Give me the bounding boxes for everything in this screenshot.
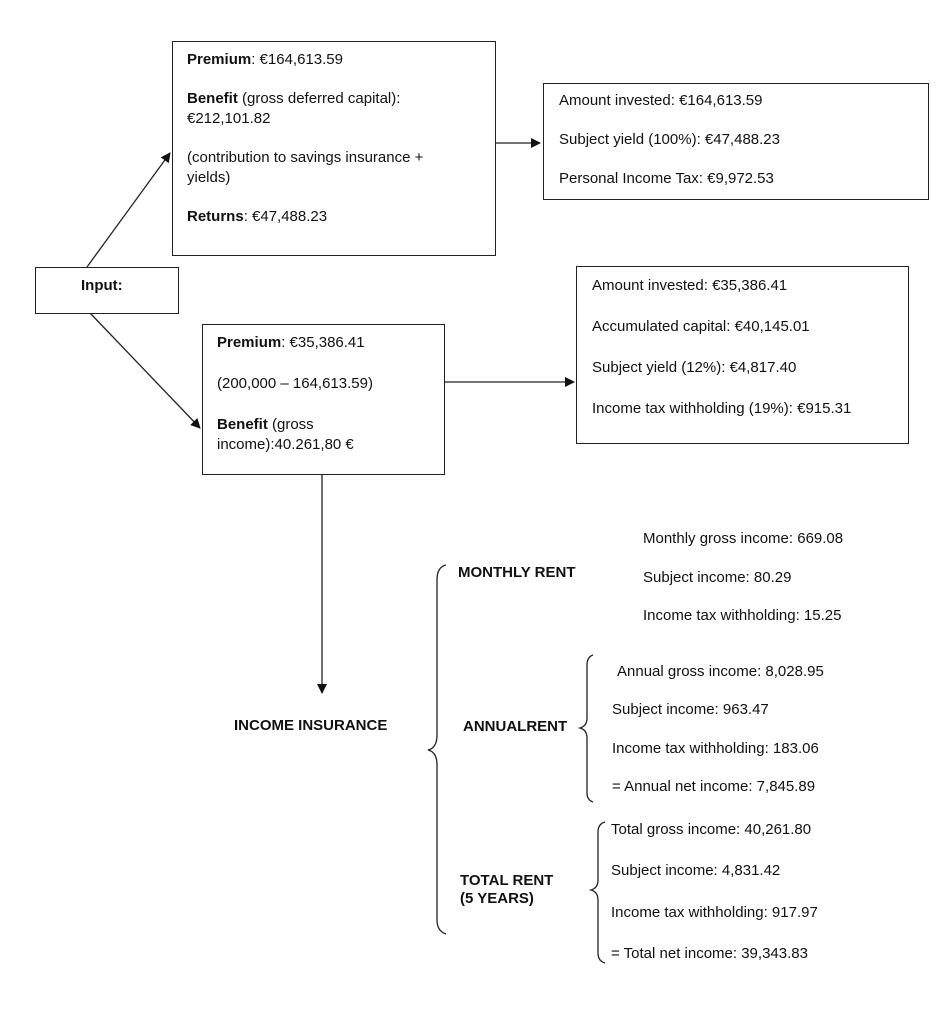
income-insurance-title: INCOME INSURANCE: [234, 717, 388, 734]
benefit-desc: (gross: [267, 416, 314, 433]
savings-tax-line: Personal Income Tax: €9,972.53: [559, 170, 774, 187]
income-insurance-box: Premium: €35,386.41 (200,000 – 164,613.5…: [202, 324, 445, 475]
total-rent-label: TOTAL RENT (5 YEARS): [460, 872, 553, 908]
premium-label: Premium: [217, 334, 282, 351]
total-item: Total gross income: 40,261.80: [611, 821, 812, 838]
total-rent-label-line1: TOTAL RENT: [460, 872, 554, 889]
income-tax-line: Income tax withholding (19%): €915.31: [592, 400, 852, 417]
arrow-input-to-savings: [86, 152, 171, 268]
total-item: = Total net income: 39,343.83: [611, 945, 808, 962]
contribution-note-line1: (contribution to savings insurance +: [187, 149, 424, 166]
returns-label: Returns: [187, 208, 244, 225]
monthly-item: Subject income: 80.29: [643, 569, 792, 586]
annual-brace: [577, 654, 594, 803]
monthly-item: Monthly gross income: 669.08: [643, 530, 844, 547]
annual-item: Income tax withholding: 183.06: [612, 740, 819, 757]
big-brace: [427, 564, 447, 935]
annual-item: Annual gross income: 8,028.95: [617, 663, 824, 680]
income-benefit: Benefit (gross income):40.261,80 €: [217, 415, 444, 455]
input-label: Input:: [81, 277, 123, 294]
annual-item: Subject income: 963.47: [612, 701, 769, 718]
contribution-note-line2: yields): [187, 169, 231, 186]
benefit-desc: (gross deferred capital):: [237, 90, 401, 107]
savings-returns: Returns: €47,488.23: [187, 207, 495, 227]
benefit-value: €212,101.82: [187, 110, 271, 127]
premium-value: : €35,386.41: [281, 334, 365, 351]
benefit-value: income):40.261,80 €: [217, 436, 354, 453]
total-item: Subject income: 4,831.42: [611, 862, 781, 879]
savings-tax-line: Amount invested: €164,613.59: [559, 92, 763, 109]
income-tax-box: Amount invested: €35,386.41 Accumulated …: [576, 266, 909, 444]
monthly-rent-label: MONTHLY RENT: [458, 564, 576, 581]
total-brace: [588, 821, 606, 964]
income-premium: Premium: €35,386.41: [217, 333, 444, 353]
income-tax-line: Accumulated capital: €40,145.01: [592, 318, 810, 335]
savings-tax-line: Subject yield (100%): €47,488.23: [559, 131, 780, 148]
savings-benefit: Benefit (gross deferred capital): €212,1…: [187, 89, 495, 129]
total-rent-label-line2: (5 YEARS): [460, 890, 534, 907]
savings-premium: Premium: €164,613.59: [187, 50, 495, 70]
contribution-note: (contribution to savings insurance + yie…: [187, 148, 495, 188]
returns-value: : €47,488.23: [243, 208, 328, 225]
annual-rent-label: ANNUALRENT: [463, 718, 568, 735]
premium-label: Premium: [187, 51, 252, 68]
benefit-label: Benefit: [217, 416, 268, 433]
benefit-label: Benefit: [187, 90, 238, 107]
arrow-input-to-income: [89, 312, 201, 429]
input-box: Input:: [35, 267, 179, 314]
income-tax-line: Amount invested: €35,386.41: [592, 277, 788, 294]
income-tax-line: Subject yield (12%): €4,817.40: [592, 359, 797, 376]
monthly-item: Income tax withholding: 15.25: [643, 607, 842, 624]
savings-insurance-box: Premium: €164,613.59 Benefit (gross defe…: [172, 41, 496, 256]
total-item: Income tax withholding: 917.97: [611, 904, 818, 921]
savings-tax-box: Amount invested: €164,613.59 Subject yie…: [543, 83, 929, 200]
premium-calc-note: (200,000 – 164,613.59): [217, 375, 373, 392]
premium-value: : €164,613.59: [251, 51, 343, 68]
annual-item: = Annual net income: 7,845.89: [612, 778, 816, 795]
